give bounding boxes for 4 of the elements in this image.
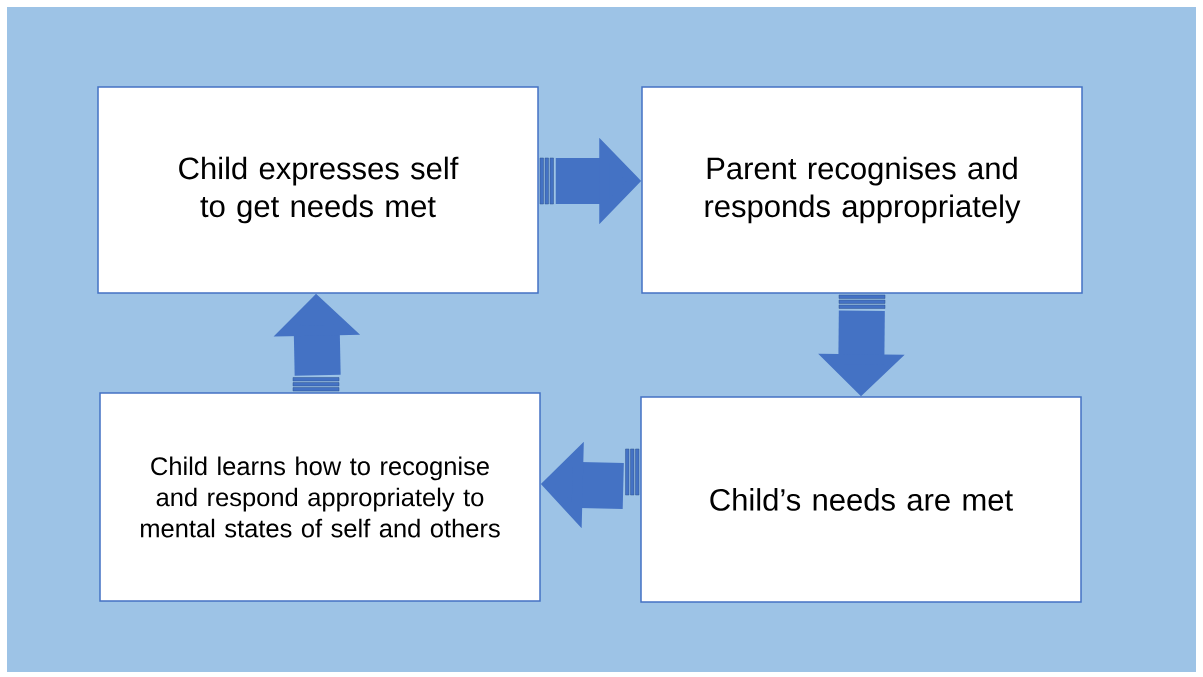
process-box: Child learns how to recognise and respond appropriately to mental states of self and others — [99, 392, 541, 602]
process-box: Parent recognises and responds appropriately — [641, 86, 1083, 294]
process-box: Child’s needs are met — [640, 396, 1082, 603]
process-box: Child expresses self to get needs met — [97, 86, 539, 294]
